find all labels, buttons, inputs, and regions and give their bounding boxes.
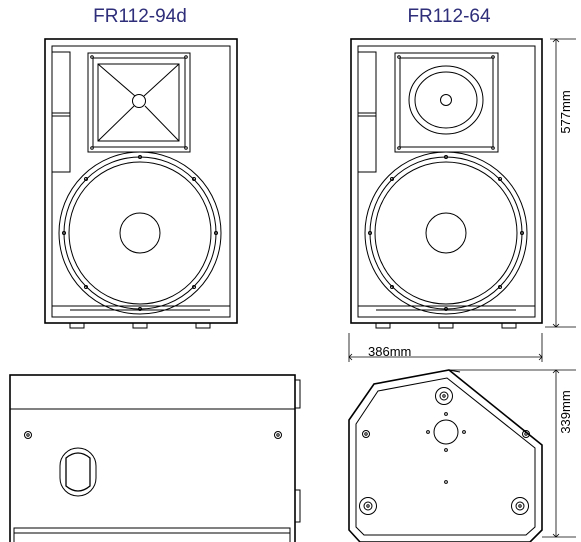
cabinet-inner: [51, 45, 231, 318]
horn-throat: [132, 94, 146, 108]
front-view-right: [350, 38, 543, 329]
bottom-outline: [348, 369, 543, 542]
port-left: [357, 51, 377, 173]
front-view-left: [44, 38, 238, 329]
model-title-left: FR112-94d: [93, 6, 187, 27]
dust-cap: [425, 212, 467, 254]
height-dimension: [545, 38, 576, 328]
cabinet-inner: [357, 45, 536, 318]
dust-cap: [119, 212, 161, 254]
depth-label: 339mm: [558, 390, 573, 433]
handle-recess: [65, 452, 91, 492]
horn-throat: [440, 94, 452, 106]
model-title-right: FR112-64: [407, 6, 491, 27]
port-left: [51, 51, 71, 173]
width-dimension: [348, 333, 543, 362]
woofer-left: [58, 151, 222, 315]
depth-dimension: [449, 369, 576, 538]
height-label: 577mm: [558, 90, 573, 133]
cabinet-outline: [350, 38, 543, 324]
horn-left: [87, 52, 191, 153]
horn-right: [394, 52, 499, 153]
woofer-right: [364, 151, 528, 315]
bottom-view-right: [348, 369, 543, 542]
side-view-left: [9, 374, 301, 542]
width-label: 386mm: [368, 344, 411, 359]
